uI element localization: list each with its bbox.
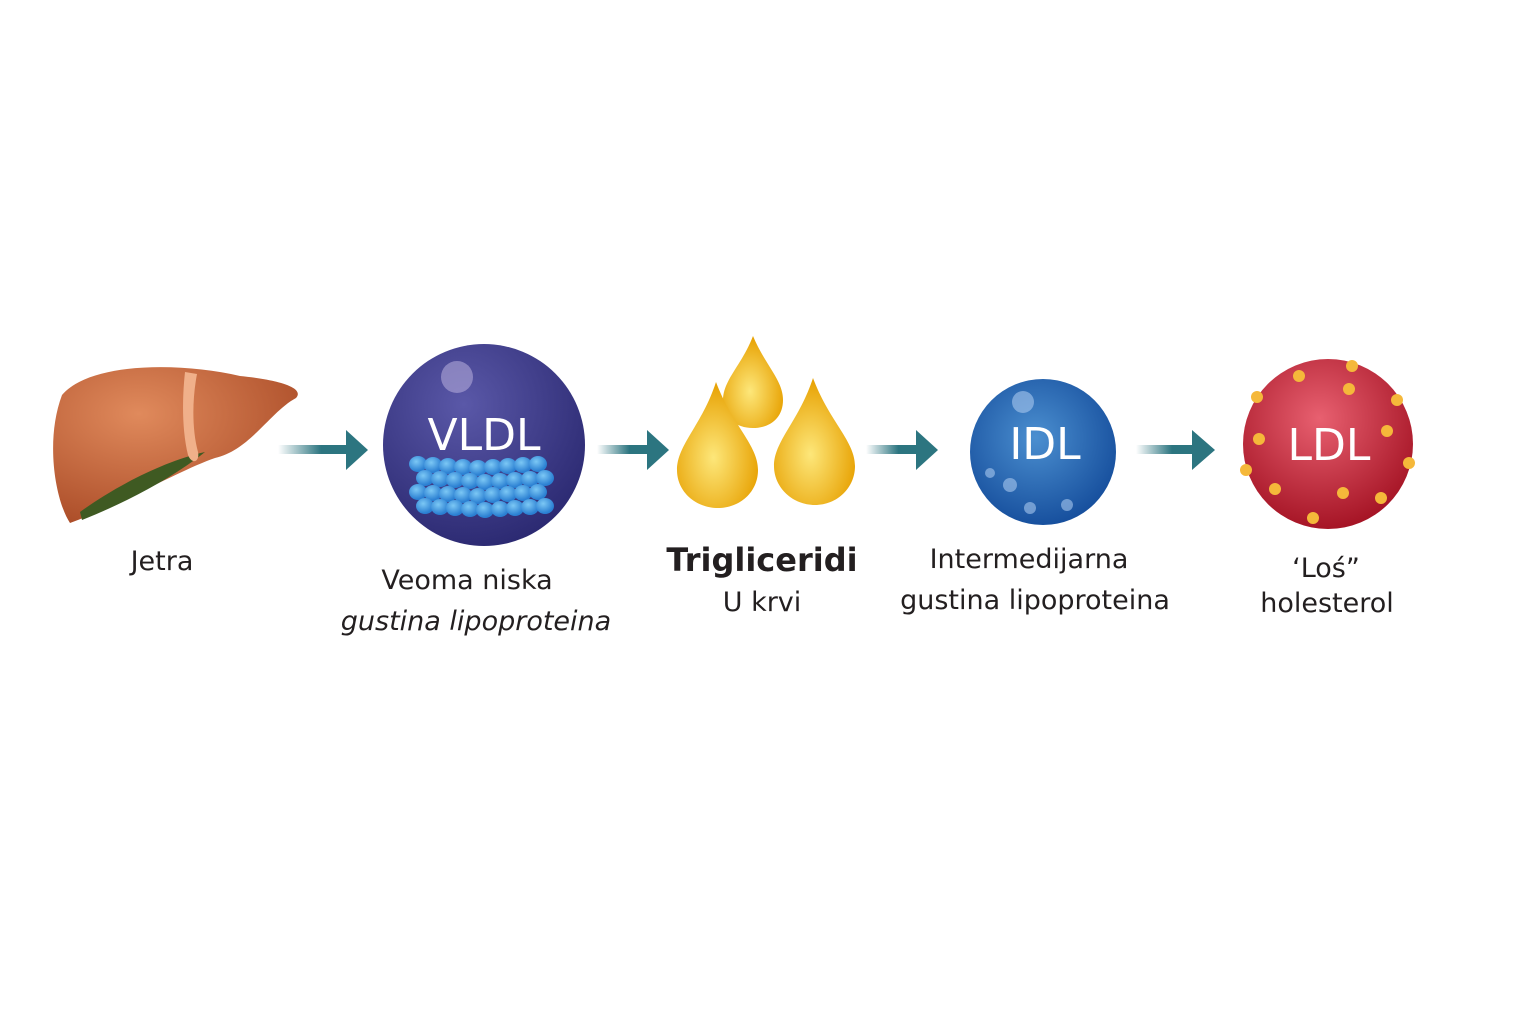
lipid-blob	[529, 456, 547, 472]
vldl-particle-icon: VLDL	[383, 344, 585, 546]
lipid-blob	[416, 498, 434, 514]
lipid-blob	[461, 473, 479, 489]
lipid-blob	[409, 456, 427, 472]
liver-icon	[53, 367, 298, 523]
ldl-dot	[1307, 512, 1319, 524]
ldl-dot	[1293, 370, 1305, 382]
arrow-icon	[278, 430, 368, 470]
lipid-blob	[409, 484, 427, 500]
lipid-blob	[521, 471, 539, 487]
lipid-blob	[491, 501, 509, 517]
idl-particle-icon: IDL	[970, 379, 1116, 525]
lipid-blob	[424, 457, 442, 473]
lipid-blob	[431, 499, 449, 515]
triglycerides-sublabel: U krvi	[723, 587, 802, 618]
ldl-dot	[1381, 425, 1393, 437]
lipid-blob	[454, 459, 472, 475]
triglycerides-label: Trigliceridi	[666, 541, 857, 579]
arrow-icon	[1136, 430, 1215, 470]
vldl-label-line1: Veoma niska	[381, 565, 552, 596]
ldl-particle-icon: LDL	[1240, 359, 1415, 529]
lipid-blob	[536, 470, 554, 486]
ldl-dot	[1391, 394, 1403, 406]
arrow-icon	[597, 430, 669, 470]
lipid-blob	[499, 458, 517, 474]
idl-label-line1: Intermedijarna	[930, 544, 1129, 575]
lipid-blob	[446, 500, 464, 516]
ldl-dot	[1343, 383, 1355, 395]
lipid-blob	[476, 502, 494, 518]
ldl-label-line1: ‘Loś”	[1292, 553, 1360, 584]
idl-badge: IDL	[1009, 419, 1081, 470]
ldl-dot	[1251, 391, 1263, 403]
ldl-label-line2: holesterol	[1260, 588, 1394, 619]
liver-label: Jetra	[129, 546, 194, 577]
lipid-blob	[454, 487, 472, 503]
ldl-badge: LDL	[1288, 420, 1371, 471]
ldl-dot	[1337, 487, 1349, 499]
lipid-blob	[521, 499, 539, 515]
lipid-blob	[491, 473, 509, 489]
lipid-blob	[439, 486, 457, 502]
lipid-blob	[499, 486, 517, 502]
lipid-blob	[431, 471, 449, 487]
lipid-blob	[476, 474, 494, 490]
lipid-blob	[416, 470, 434, 486]
ldl-dot	[1253, 433, 1265, 445]
arrow-icon	[866, 430, 938, 470]
lipid-blob	[484, 487, 502, 503]
lipid-blob	[506, 472, 524, 488]
ldl-dot	[1403, 457, 1415, 469]
lipid-blob	[424, 485, 442, 501]
ldl-dot	[1240, 464, 1252, 476]
lipid-blob	[439, 458, 457, 474]
lipid-blob	[461, 501, 479, 517]
lipid-blob	[514, 485, 532, 501]
lipid-blob	[469, 460, 487, 476]
lipid-blob	[469, 488, 487, 504]
lipid-blob	[514, 457, 532, 473]
lipid-blob	[484, 459, 502, 475]
oil-drops-icon	[677, 336, 855, 508]
lipid-blob	[529, 484, 547, 500]
ldl-dot	[1269, 483, 1281, 495]
lipid-blob	[506, 500, 524, 516]
ldl-dot	[1346, 360, 1358, 372]
vldl-label-line2: gustina lipoproteina	[341, 606, 611, 637]
ldl-dot	[1375, 492, 1387, 504]
idl-label-line2: gustina lipoproteina	[900, 585, 1170, 616]
vldl-badge: VLDL	[427, 410, 540, 461]
lipid-blob	[536, 498, 554, 514]
lipid-blob	[446, 472, 464, 488]
